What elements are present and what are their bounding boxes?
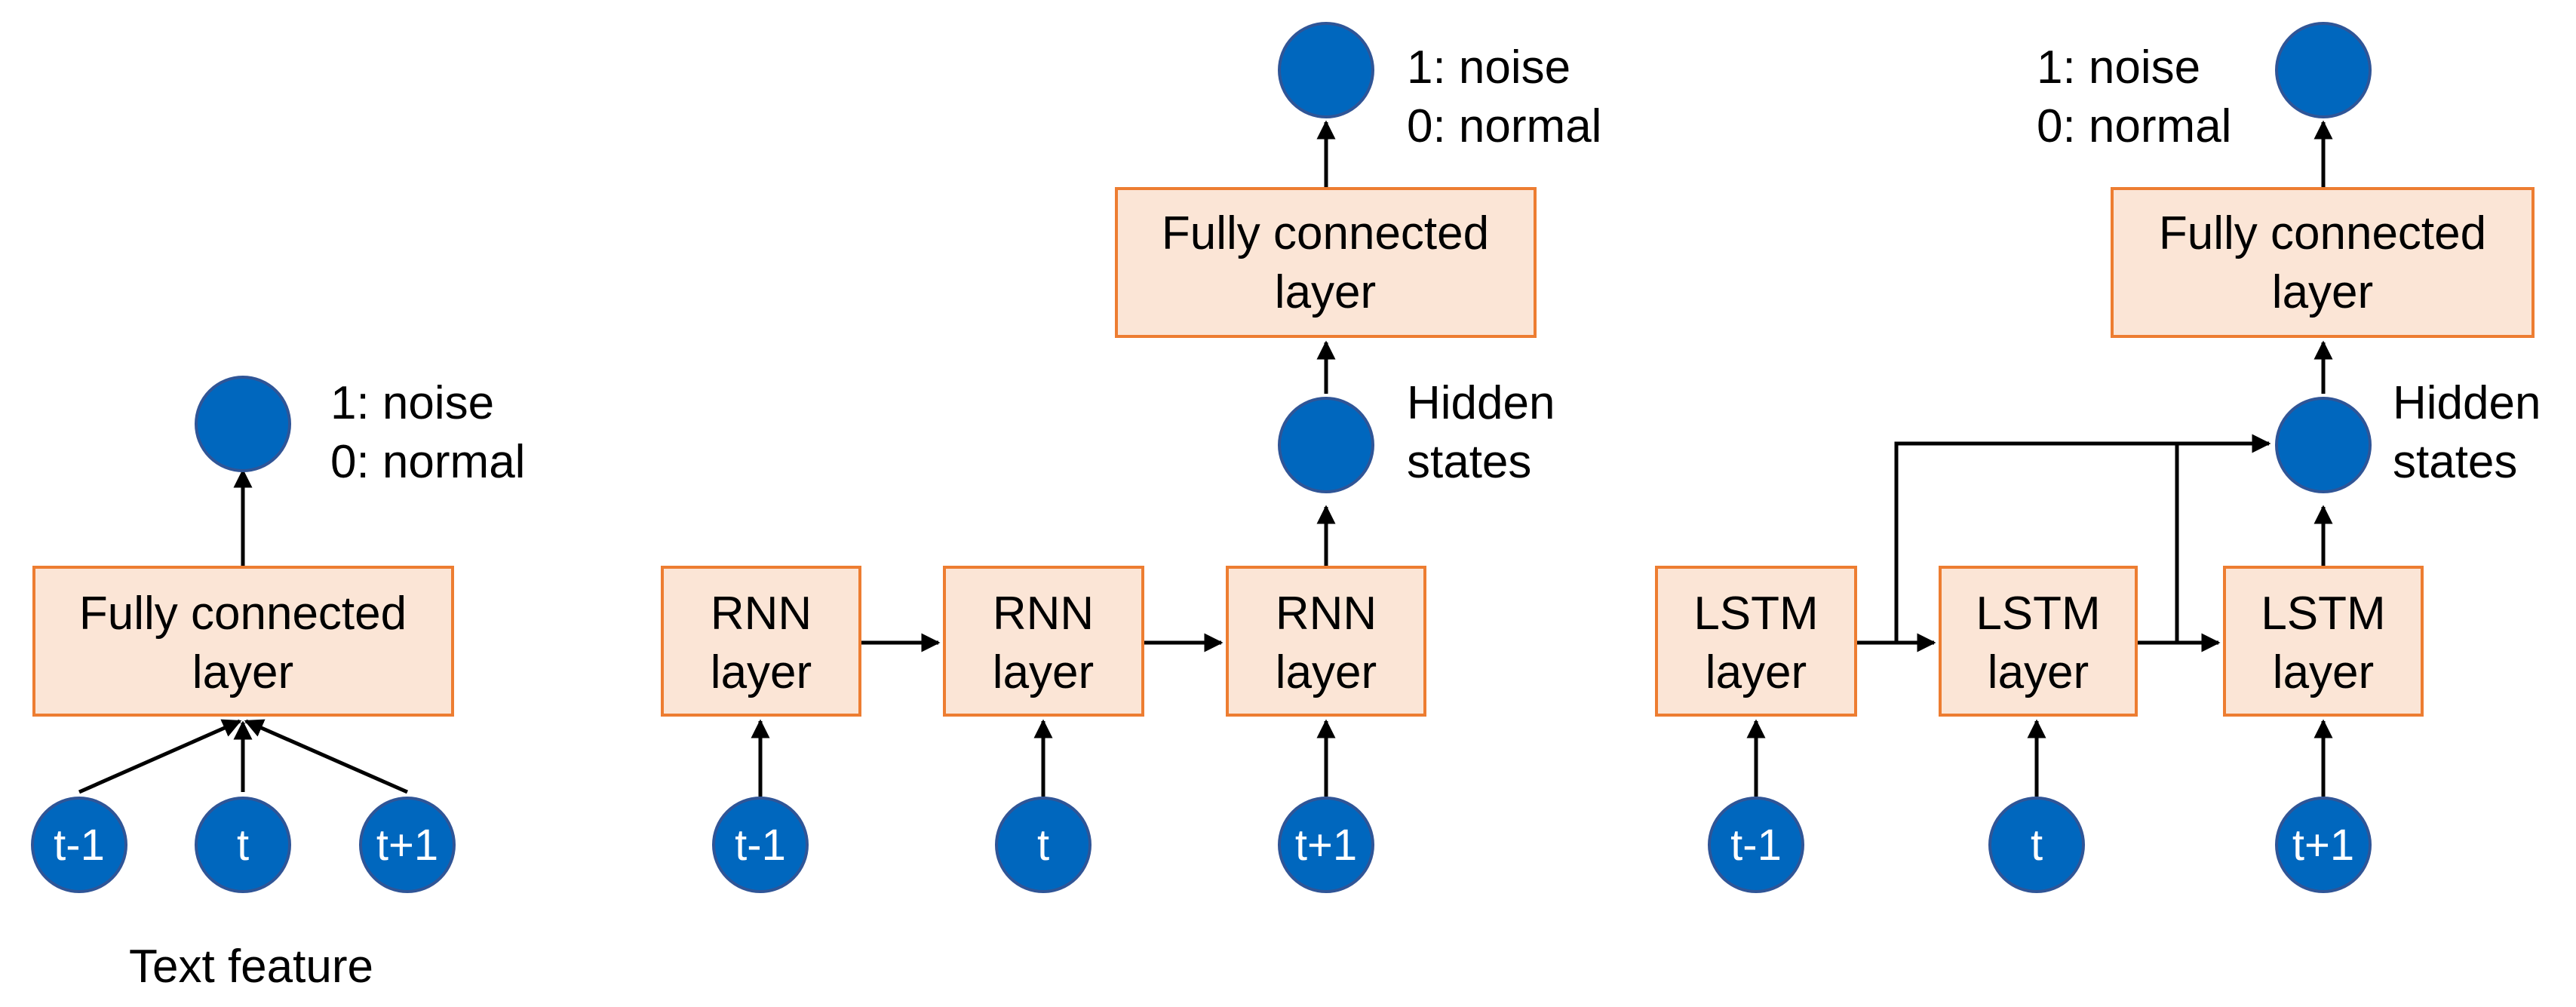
rnn-layer-label-line1: RNN [993, 588, 1094, 640]
input-node-t-1 [31, 797, 127, 893]
output-label-line2: 0: normal [330, 436, 525, 488]
rnn-layer-label-line2: layer [1276, 646, 1377, 698]
fc-layer-label-line2: layer [2272, 266, 2373, 318]
input-node-t-1 [712, 797, 809, 893]
input-node-label: t-1 [1730, 821, 1782, 870]
hidden-state-node [2275, 397, 2372, 493]
fc-layer-label-line1: Fully connected [2159, 207, 2486, 259]
lstm-layer-box-3 [2223, 566, 2424, 717]
output-label-line1: 1: noise [2037, 41, 2200, 94]
panel-rnn: RNN layer RNN layer RNN layer Hidden sta… [661, 22, 1601, 893]
rnn-layer-label-line2: layer [711, 646, 812, 698]
lstm-layer-label-line1: LSTM [2261, 588, 2385, 640]
edge-lstm1-skip-to-hidden [1894, 434, 2271, 643]
panel-fully-connected: Fully connected layer 1: noise 0: normal… [31, 376, 525, 993]
rnn-layer-box-2 [943, 566, 1144, 717]
panel-lstm: LSTM layer LSTM layer LSTM layer Hidden … [1655, 22, 2541, 893]
output-node [1278, 22, 1374, 118]
input-node-label: t [237, 821, 249, 870]
lstm-layer-box-2 [1939, 566, 2138, 717]
edge-t+1-to-fc [244, 719, 409, 794]
fc-layer-label-line1: Fully connected [1162, 207, 1489, 259]
fc-layer-box [32, 566, 454, 717]
fc-layer-box [2111, 187, 2535, 338]
hidden-label-line1: Hidden [1407, 377, 1555, 429]
rnn-layer-label-line1: RNN [711, 588, 812, 640]
input-node-t [195, 797, 291, 893]
output-node [2275, 22, 2372, 118]
output-label-line2: 0: normal [2037, 100, 2231, 152]
input-node-t+1 [2275, 797, 2372, 893]
edge-t-1-to-fc [78, 719, 242, 794]
lstm-layer-label-line1: LSTM [1976, 588, 2100, 640]
lstm-layer-label-line2: layer [2273, 646, 2374, 698]
input-node-t+1 [1278, 797, 1374, 893]
output-label-line2: 0: normal [1407, 100, 1601, 152]
input-node-t+1 [359, 797, 456, 893]
lstm-layer-label-line2: layer [1706, 646, 1807, 698]
hidden-state-node [1278, 397, 1374, 493]
fc-layer-label-line1: Fully connected [79, 588, 407, 640]
input-node-t [1988, 797, 2085, 893]
lstm-layer-label-line1: LSTM [1693, 588, 1818, 640]
fc-layer-label-line2: layer [192, 646, 293, 698]
fc-layer-box [1115, 187, 1537, 338]
input-node-label: t+1 [2292, 821, 2354, 870]
input-node-label: t-1 [54, 821, 105, 870]
hidden-label-line2: states [2393, 436, 2517, 488]
input-node-label: t [2031, 821, 2043, 870]
output-node [195, 376, 291, 472]
rnn-layer-box-3 [1226, 566, 1426, 717]
input-node-t [995, 797, 1091, 893]
fc-layer-label-line2: layer [1275, 266, 1376, 318]
output-label-line1: 1: noise [1407, 41, 1570, 94]
lstm-layer-box-1 [1655, 566, 1857, 717]
output-label-line1: 1: noise [330, 377, 494, 429]
input-node-label: t [1037, 821, 1049, 870]
hidden-label-line2: states [1407, 436, 1531, 488]
caption-text-feature: Text feature [129, 941, 373, 993]
hidden-label-line1: Hidden [2393, 377, 2541, 429]
input-node-t-1 [1708, 797, 1804, 893]
rnn-layer-label-line1: RNN [1276, 588, 1377, 640]
input-node-label: t+1 [376, 821, 438, 870]
rnn-layer-box-1 [661, 566, 861, 717]
input-node-label: t-1 [735, 821, 786, 870]
rnn-layer-label-line2: layer [993, 646, 1094, 698]
lstm-layer-label-line2: layer [1988, 646, 2089, 698]
input-node-label: t+1 [1295, 821, 1357, 870]
